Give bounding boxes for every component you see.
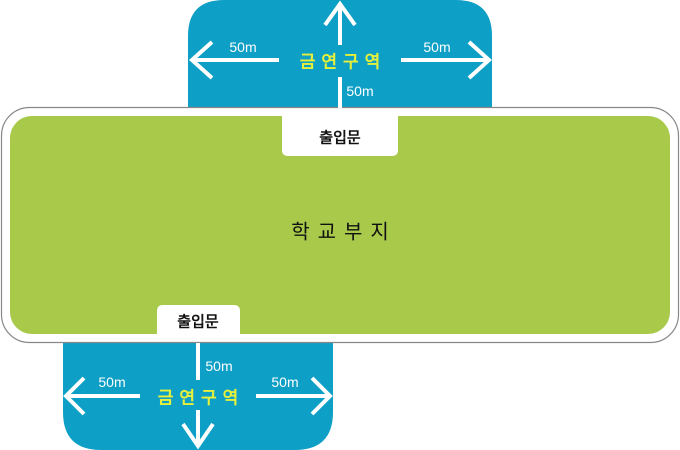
top-gate	[282, 116, 398, 156]
top-arrows	[189, 0, 492, 108]
top-zone-label: 금연구역	[299, 52, 387, 72]
bottom-down-distance: 50m	[205, 358, 233, 374]
bottom-right-distance: 50m	[271, 374, 299, 390]
bottom-left-distance: 50m	[98, 374, 126, 390]
bottom-no-smoking-zone	[63, 340, 333, 450]
school-site-label: 학교부지	[291, 221, 397, 244]
top-gate-label: 출입문	[319, 129, 361, 147]
bottom-zone-label: 금연구역	[157, 388, 245, 408]
bottom-gate-label: 출입문	[177, 313, 219, 331]
school-site	[10, 116, 670, 334]
top-left-distance: 50m	[229, 39, 257, 55]
top-up-distance: 50m	[346, 83, 374, 99]
bottom-arrows	[63, 343, 333, 450]
top-right-distance: 50m	[423, 39, 451, 55]
bottom-gate	[157, 305, 240, 334]
top-no-smoking-zone	[188, 0, 492, 108]
